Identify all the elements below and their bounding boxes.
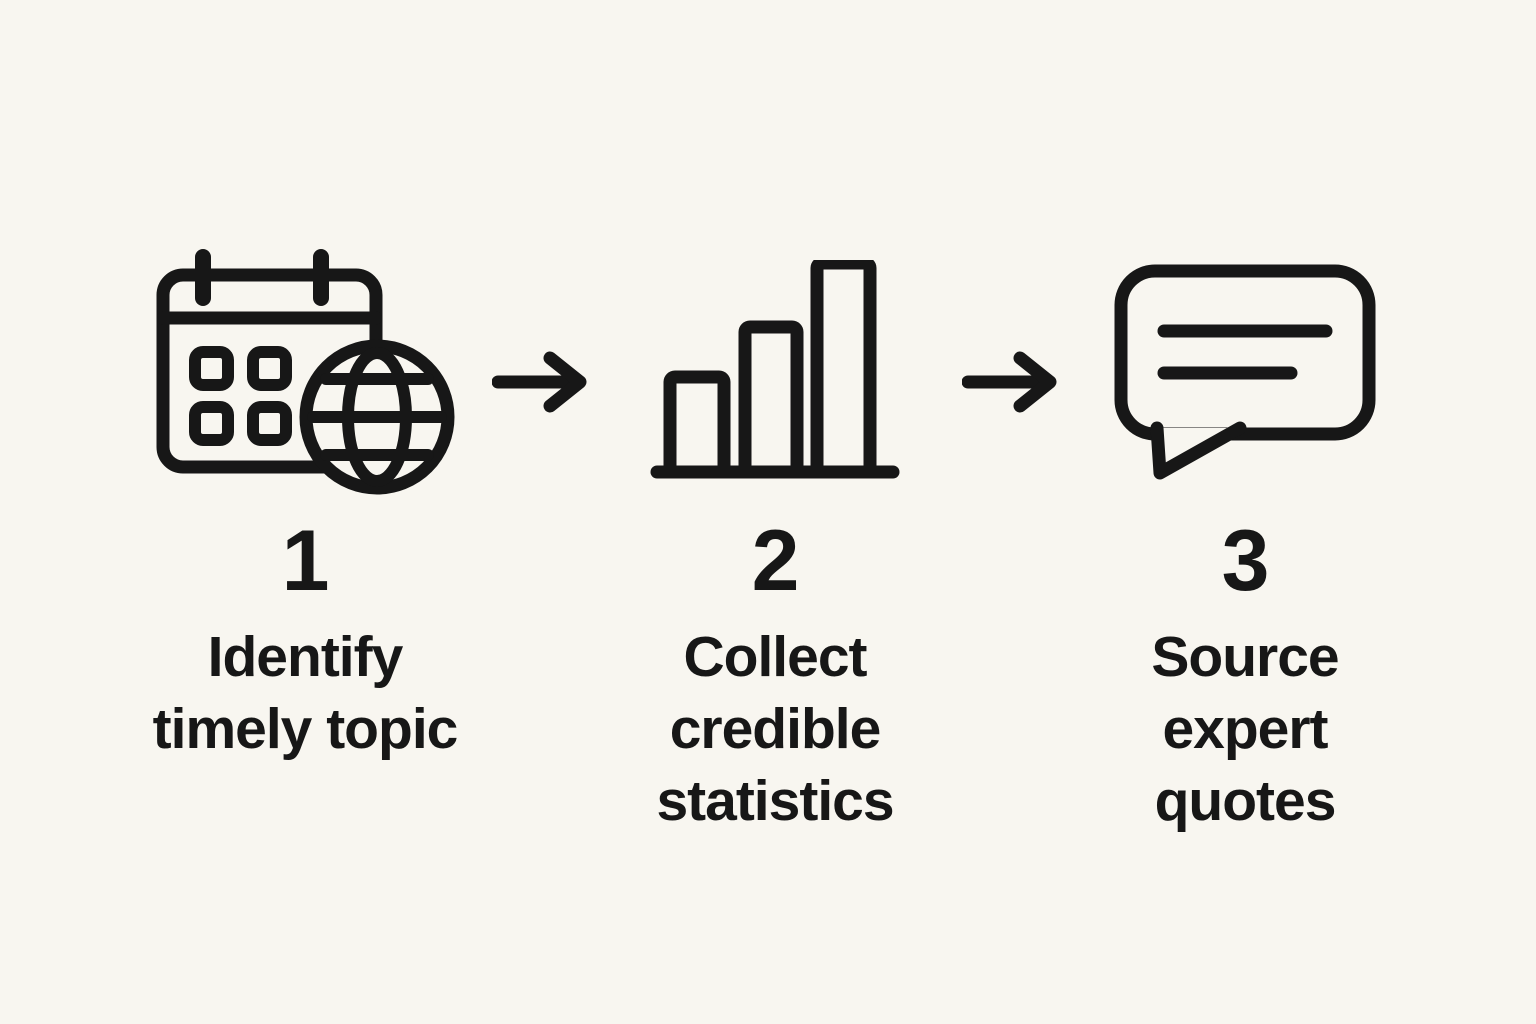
process-flow-row: 1 Identify timely topic <box>122 248 1428 837</box>
step-2-label-line-2: credible <box>669 696 882 761</box>
bar-chart-icon <box>650 259 900 478</box>
step-identify-timely-topic: 1 Identify timely topic <box>122 248 488 766</box>
step-3-label-line-3: quotes <box>1154 768 1337 833</box>
right-arrow-icon <box>962 351 1057 413</box>
step-3-label-line-1: Source <box>1151 625 1339 689</box>
right-arrow-icon <box>492 351 587 413</box>
step-2-icon-box <box>649 248 901 493</box>
step-3-icon-box <box>1114 248 1376 493</box>
connector-arrow-1 <box>488 350 592 414</box>
step-1-number: 1 <box>281 513 330 609</box>
step-2-number: 2 <box>751 513 800 609</box>
step-2-label: Collect credible statistics <box>656 622 894 837</box>
step-2-label-line-3: statistics <box>656 768 894 833</box>
step-3-label: Source expert quotes <box>1151 622 1339 837</box>
calendar-globe-icon <box>156 248 455 494</box>
speech-bubble-icon <box>1114 264 1376 479</box>
step-1-label: Identify timely topic <box>152 622 459 766</box>
step-1-icon-box <box>155 248 455 494</box>
step-3-number: 3 <box>1221 513 1270 609</box>
step-3-label-line-2: expert <box>1162 696 1328 761</box>
connector-arrow-2 <box>958 350 1062 414</box>
step-collect-credible-statistics: 2 Collect credible statistics <box>592 248 958 837</box>
step-source-expert-quotes: 3 Source expert quotes <box>1062 248 1428 837</box>
step-1-label-line-2: timely topic <box>152 696 459 761</box>
step-1-label-line-1: Identify <box>207 625 404 689</box>
step-2-label-line-1: Collect <box>683 625 867 689</box>
